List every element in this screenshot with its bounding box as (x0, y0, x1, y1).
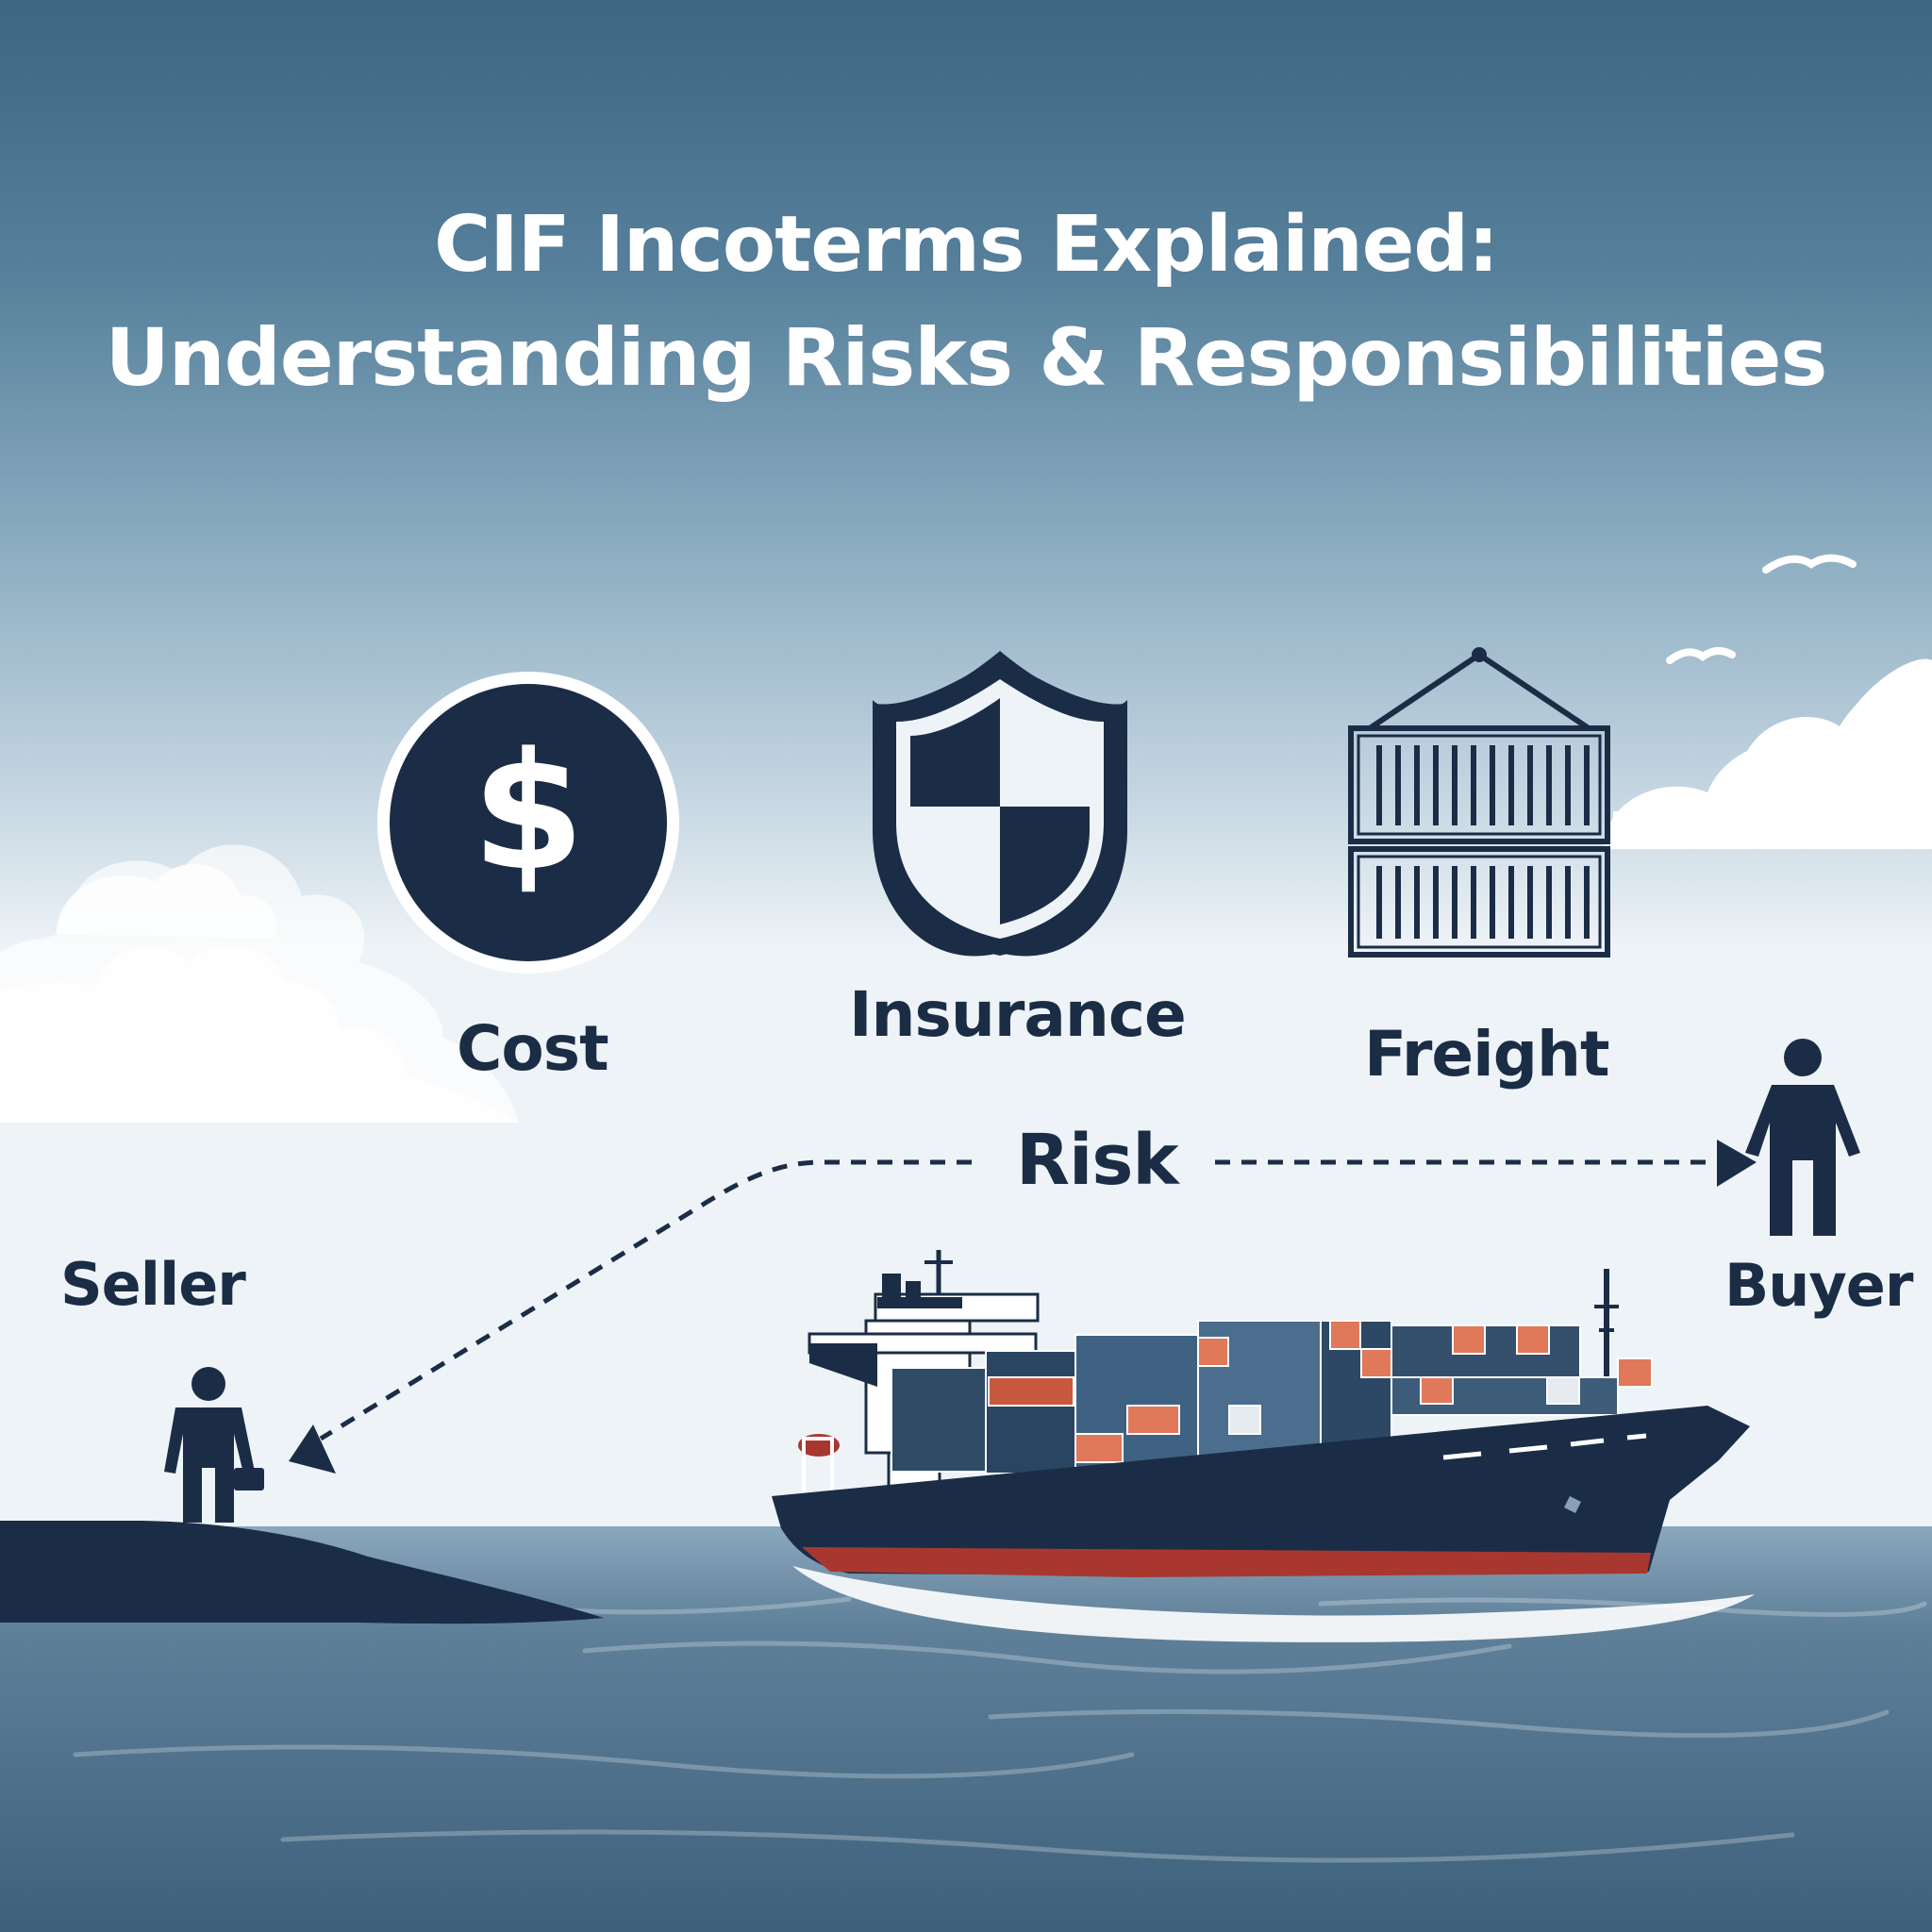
title-line-2: Understanding Risks & Responsibilities (105, 311, 1828, 404)
birds (1666, 554, 1857, 664)
risk-arrow (319, 1159, 1712, 1441)
seller-island (0, 1521, 604, 1624)
arrowhead-seller (289, 1424, 336, 1474)
arrowhead-buyer (1717, 1140, 1757, 1187)
shield-icon (873, 651, 1127, 957)
right-cloud (1604, 658, 1932, 849)
risk-line-left (319, 1159, 972, 1441)
container-stack (891, 1320, 1653, 1477)
buyer-figure-icon (1745, 1039, 1860, 1236)
dollar-coin-icon: $ (377, 672, 679, 974)
title-line-1: CIF Incoterms Explained: (434, 200, 1499, 290)
buyer-label: Buyer (1724, 1251, 1913, 1320)
ship-wake (792, 1566, 1755, 1642)
container-ship (772, 1250, 1750, 1577)
seller-label: Seller (60, 1250, 246, 1319)
insurance-label: Insurance (849, 978, 1187, 1051)
left-cloud (0, 844, 519, 1123)
risk-label: Risk (1016, 1120, 1179, 1201)
shipping-container-icon (1348, 647, 1610, 958)
cost-label: Cost (457, 1012, 609, 1085)
seller-figure-icon (164, 1367, 264, 1523)
svg-text:$: $ (472, 717, 585, 907)
freight-label: Freight (1364, 1018, 1610, 1091)
